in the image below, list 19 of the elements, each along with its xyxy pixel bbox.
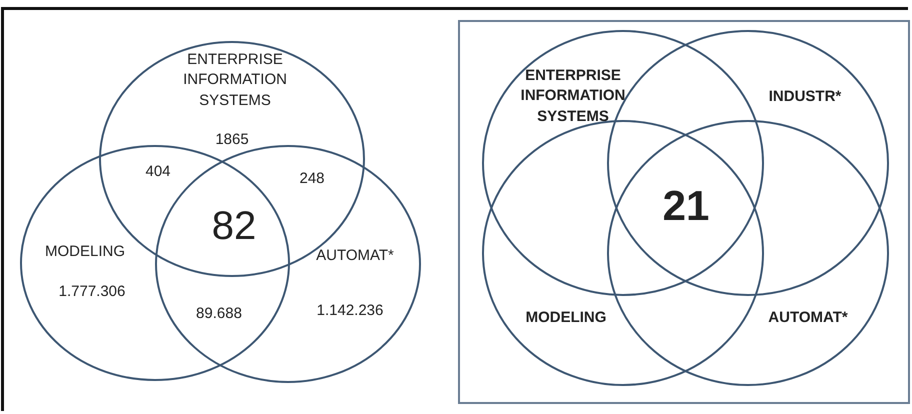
count-label: 82	[212, 203, 256, 249]
count-label: 404	[145, 163, 171, 180]
circle-label: MODELING	[45, 242, 125, 262]
circle-label: ENTERPRISE INFORMATION SYSTEMS	[183, 50, 287, 110]
circle-label: ENTERPRISE INFORMATION SYSTEMS	[520, 66, 626, 126]
venn-ellipse	[482, 30, 764, 296]
count-label: 89.688	[196, 305, 242, 322]
circle-label: AUTOMAT*	[316, 246, 394, 266]
venn-ellipse	[20, 145, 290, 381]
count-label: 1865	[215, 130, 249, 150]
count-label: 1.142.236	[316, 301, 384, 321]
circle-label: INDUSTR*	[768, 87, 842, 107]
venn-ellipse	[607, 120, 889, 386]
count-label: 21	[662, 182, 710, 230]
venn-ellipse	[482, 120, 764, 386]
count-label: 1.777.306	[58, 282, 126, 302]
circle-label: AUTOMAT*	[768, 308, 848, 328]
circle-label: MODELING	[526, 308, 606, 328]
count-label: 248	[299, 170, 325, 188]
